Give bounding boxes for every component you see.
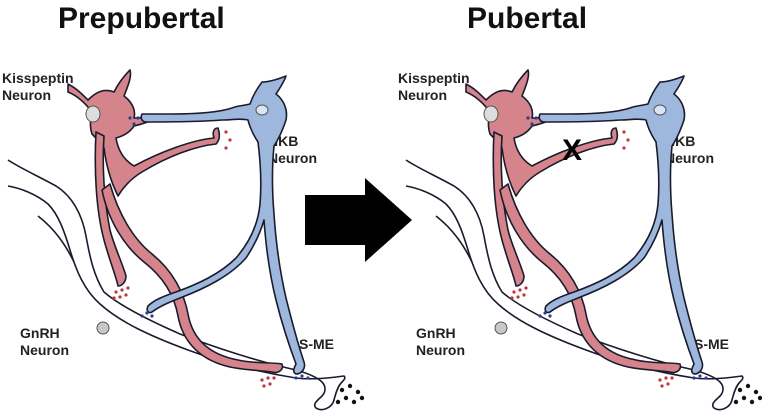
- pubertal-panel: [405, 69, 762, 411]
- pubertal-title: Pubertal: [467, 2, 588, 35]
- block-x-mark: X: [562, 134, 582, 167]
- sme-label-left: S-ME: [299, 336, 334, 352]
- prepubertal-title: Prepubertal: [58, 2, 225, 35]
- transition-arrow: [305, 178, 412, 262]
- sme-label-right: S-ME: [694, 336, 729, 352]
